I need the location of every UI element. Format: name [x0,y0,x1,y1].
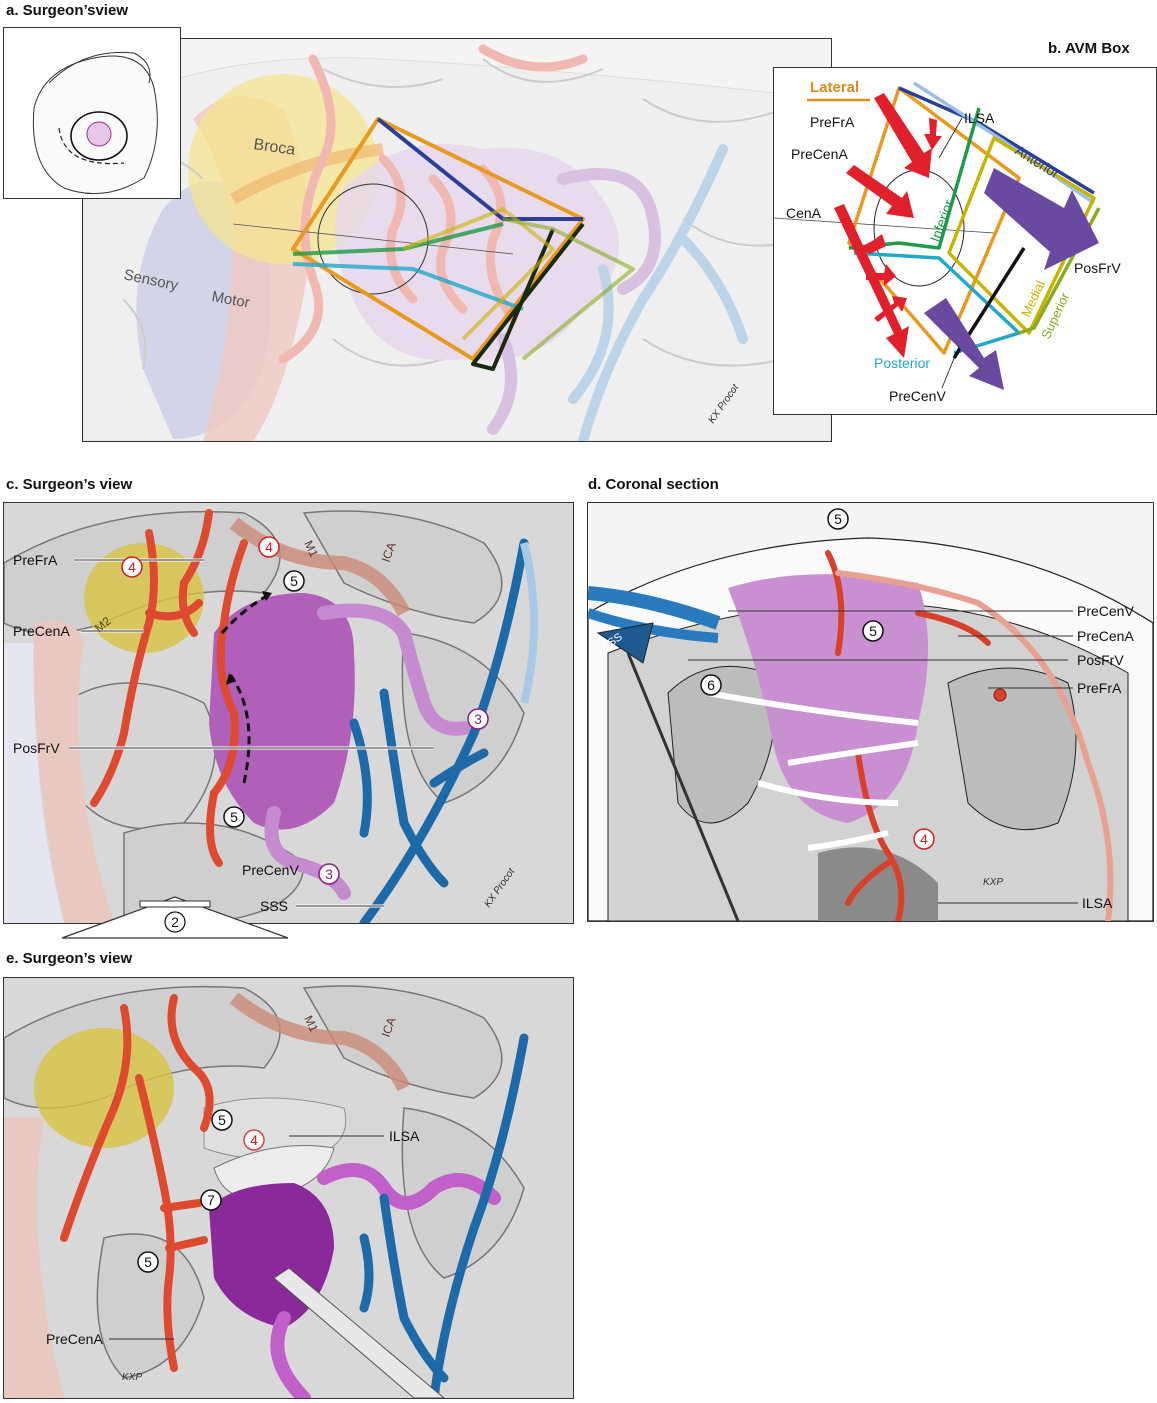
marker-5b: 5 [223,806,245,828]
label-prefra: PreFrA [1077,680,1122,696]
svg-text:3: 3 [474,711,482,727]
label-lateral: Lateral [810,79,859,96]
label-prefra: PreFrA [810,114,855,130]
panel-e-title: e. Surgeon’s view [6,950,133,967]
label-precena: PreCenA [1077,628,1134,644]
avm-box-drawing: Lateral PreFrA PreCenA CenA ILSA Anterio… [774,68,1156,414]
panel-c-title: c. Surgeon’s view [6,476,133,493]
svg-text:5: 5 [218,1112,226,1128]
marker-5-top: 5 [827,508,849,530]
arrow-cena [834,204,909,358]
svg-text:4: 4 [250,1132,258,1148]
arteries [60,994,214,1372]
panel-d-drawing: PreCenV PreCenA PosFrV PreFrA ILSA SSS 5… [588,503,1153,921]
panel-d-title: d. Coronal section [588,476,719,493]
svg-text:5: 5 [834,511,842,527]
panel-b-avm-box: Lateral PreFrA PreCenA CenA ILSA Anterio… [773,67,1157,415]
marker-3b: 3 [318,863,340,885]
label-prefra: PreFrA [13,552,58,568]
svg-text:5: 5 [144,1254,152,1270]
label-m1: M1 [301,538,321,559]
marker-4: 4 [243,1129,265,1151]
marker-5-bottom: 5 [137,1251,159,1273]
arrow-precena [846,165,914,218]
label-ica: ICA [379,1015,399,1039]
panel-a-title: a. Surgeon’sview [6,2,128,19]
label-m1: M1 [301,1013,321,1034]
sss-sinus [596,622,654,664]
svg-text:6: 6 [707,677,715,693]
label-ilsa: ILSA [964,110,995,126]
marker-6: 6 [700,674,722,696]
label-precenv: PreCenV [242,862,299,878]
label-posfrv: PosFrV [1077,652,1124,668]
panel-a-drawing: Broca Motor Sensory KX Procot [83,39,831,441]
surgical-instrument [273,1267,445,1398]
broca-region [84,543,204,653]
arrow-prefra [874,93,932,178]
label-motor: Motor [210,288,251,311]
panel-e-surgeons-view: ILSA PreCenA M1 ICA 5 4 7 5 KXP [3,977,574,1399]
draining-veins [924,168,1099,390]
face-medial-outline [947,136,1096,335]
marker-5a: 5 [283,570,305,592]
motor-strip [33,620,114,923]
label-ica: ICA [379,540,399,564]
svg-text:4: 4 [920,831,928,847]
broca-region [34,1028,174,1148]
panel-b-title: b. AVM Box [1048,40,1130,57]
label-ilsa: ILSA [389,1128,420,1144]
face-lateral-outline [847,86,1021,355]
arteries [90,509,248,867]
panel-d-coronal-section: PreCenV PreCenA PosFrV PreFrA ILSA SSS 5… [587,502,1154,922]
svg-text:4: 4 [265,539,273,555]
face-posterior-outline [853,251,1021,355]
feeding-arteries [834,93,942,358]
svg-text:5: 5 [230,809,238,825]
veins [359,1033,529,1398]
panel-e-drawing: ILSA PreCenA M1 ICA 5 4 7 5 KXP [4,978,573,1398]
label-posfrv: PosFrV [13,740,60,756]
arrow-precenv [924,298,1004,390]
artist-signature: KXP [983,877,1003,888]
panel-a-brain-illustration: Broca Motor Sensory KX Procot [82,38,832,442]
label-precenv: PreCenV [1077,603,1134,619]
marker-4: 4 [913,828,935,850]
arrow-posfrv [984,168,1099,270]
panel-c-drawing: PreFrA PreCenA PosFrV PreCenV SSS M2 M1 … [4,503,573,923]
marker-3a: 3 [467,708,489,730]
svg-text:3: 3 [325,866,333,882]
marker-5-mid: 5 [862,620,884,642]
label-sss: SSS [260,898,288,914]
marker-4b: 4 [258,536,280,558]
svg-text:4: 4 [128,559,136,575]
avm-nidus [209,593,355,830]
panel-a-head-inset [3,27,181,199]
marker-5-top: 5 [211,1109,233,1131]
label-precena: PreCenA [791,146,848,162]
label-posterior: Posterior [874,355,930,371]
label-ilsa: ILSA [1082,895,1113,911]
label-broca: Broca [252,136,296,159]
panel-c-surgeons-view: PreFrA PreCenA PosFrV PreCenV SSS M2 M1 … [3,502,574,924]
arrow-ilsa [924,118,942,150]
label-precenv: PreCenV [889,388,946,404]
label-cena: CenA [786,205,822,221]
label-precena: PreCenA [46,1331,103,1347]
marker-2: 2 [171,914,179,930]
artist-signature: KXP [122,1372,142,1383]
svg-text:7: 7 [207,1192,215,1208]
marker-7: 7 [200,1189,222,1211]
label-precena: PreCenA [13,623,70,639]
svg-text:5: 5 [290,573,298,589]
label-posfrv: PosFrV [1074,260,1121,276]
marker-4a: 4 [121,556,143,578]
head-inset-drawing [4,28,180,198]
approach-direction-arrow: 2 [61,896,289,939]
veins [349,538,529,923]
svg-text:5: 5 [869,623,877,639]
